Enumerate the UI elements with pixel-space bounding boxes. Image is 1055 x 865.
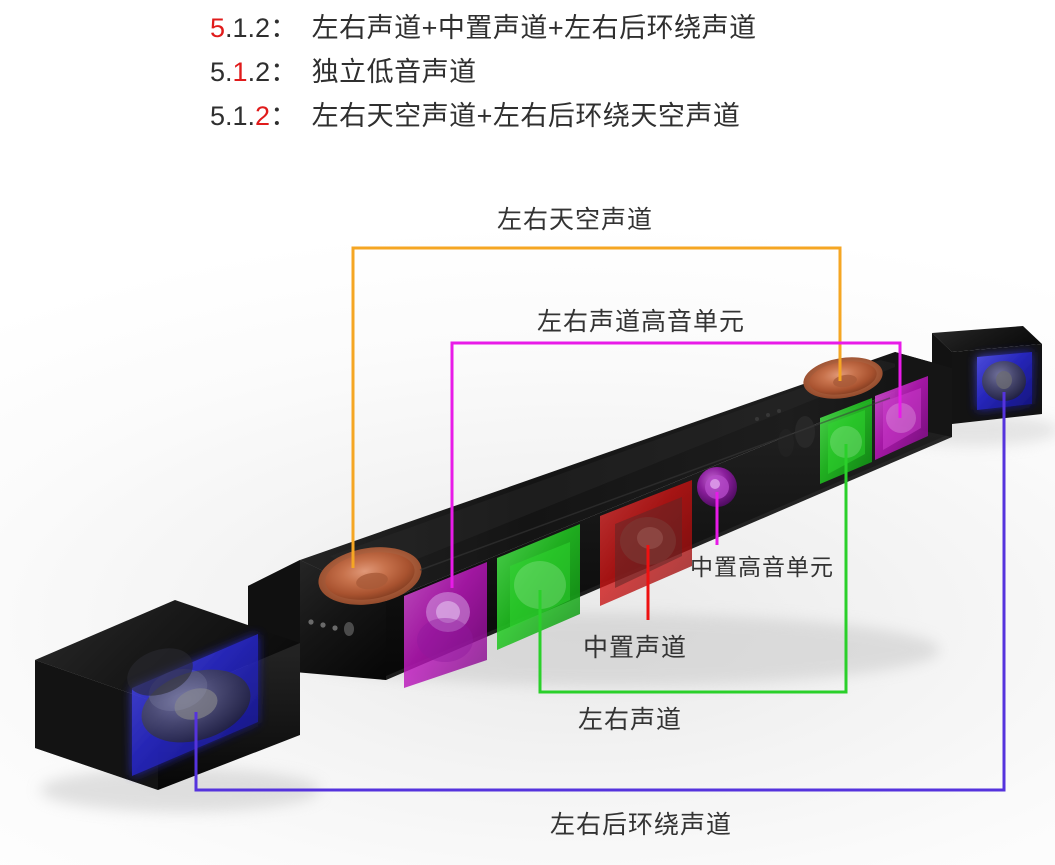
center-tweeter: [697, 467, 737, 507]
callout-label-sky: 左右天空声道: [497, 206, 654, 234]
spec-line-1: 5.1.2： 左右声道+中置声道+左右后环绕声道: [210, 6, 970, 50]
callout-label-center: 中置声道: [583, 634, 688, 662]
spec-line-2: 5.1.2： 独立低音声道: [210, 50, 970, 94]
spec-line-1-text: 左右声道+中置声道+左右后环绕声道: [311, 13, 757, 43]
spec-line-2-colon: ：: [270, 57, 298, 87]
lr-tweeter-left: [404, 562, 487, 688]
up-firing-sky-driver-right: [803, 357, 883, 399]
spec-line-3-prefix: 5.1.2: [210, 101, 271, 131]
connector-sky-orange: [351, 246, 842, 568]
connector-lr-green: [538, 444, 848, 694]
spec-line-3-colon: ：: [270, 101, 298, 131]
callout-label-lr: 左右声道: [578, 706, 683, 734]
rear-surround-speaker-left: [35, 600, 300, 790]
rear-driver-right: [977, 352, 1032, 410]
soundbar: [248, 352, 952, 688]
spec-line-1-colon: ：: [270, 13, 298, 43]
up-firing-sky-driver-left: [318, 547, 422, 605]
spec-line-3: 5.1.2： 左右天空声道+左右后环绕天空声道: [210, 94, 970, 138]
connector-lr-tweeter-magenta: [450, 341, 902, 588]
spec-line-2-text: 独立低音声道: [311, 57, 477, 87]
lr-woofer-left: [497, 524, 580, 650]
spec-line-1-prefix: 5.1.2: [210, 13, 271, 43]
spec-text-block: 5.1.2：左右声道+中置声道+左右后环绕声道 5.1.2：独立低音声道 5.1…: [210, 6, 970, 138]
top-vent-dots: [755, 409, 781, 421]
connector-rear-purple: [194, 392, 1006, 792]
callout-label-rear: 左右后环绕声道: [550, 811, 733, 839]
callout-label-center-tweeter: 中置高音单元: [690, 554, 834, 580]
center-woofer: [600, 480, 692, 606]
status-led-indicators: [308, 619, 354, 636]
spec-line-3-text: 左右天空声道+左右后环绕天空声道: [311, 101, 741, 131]
callout-label-lr-tweeter: 左右声道高音单元: [537, 308, 746, 336]
spec-line-2-prefix: 5.1.2: [210, 57, 271, 87]
